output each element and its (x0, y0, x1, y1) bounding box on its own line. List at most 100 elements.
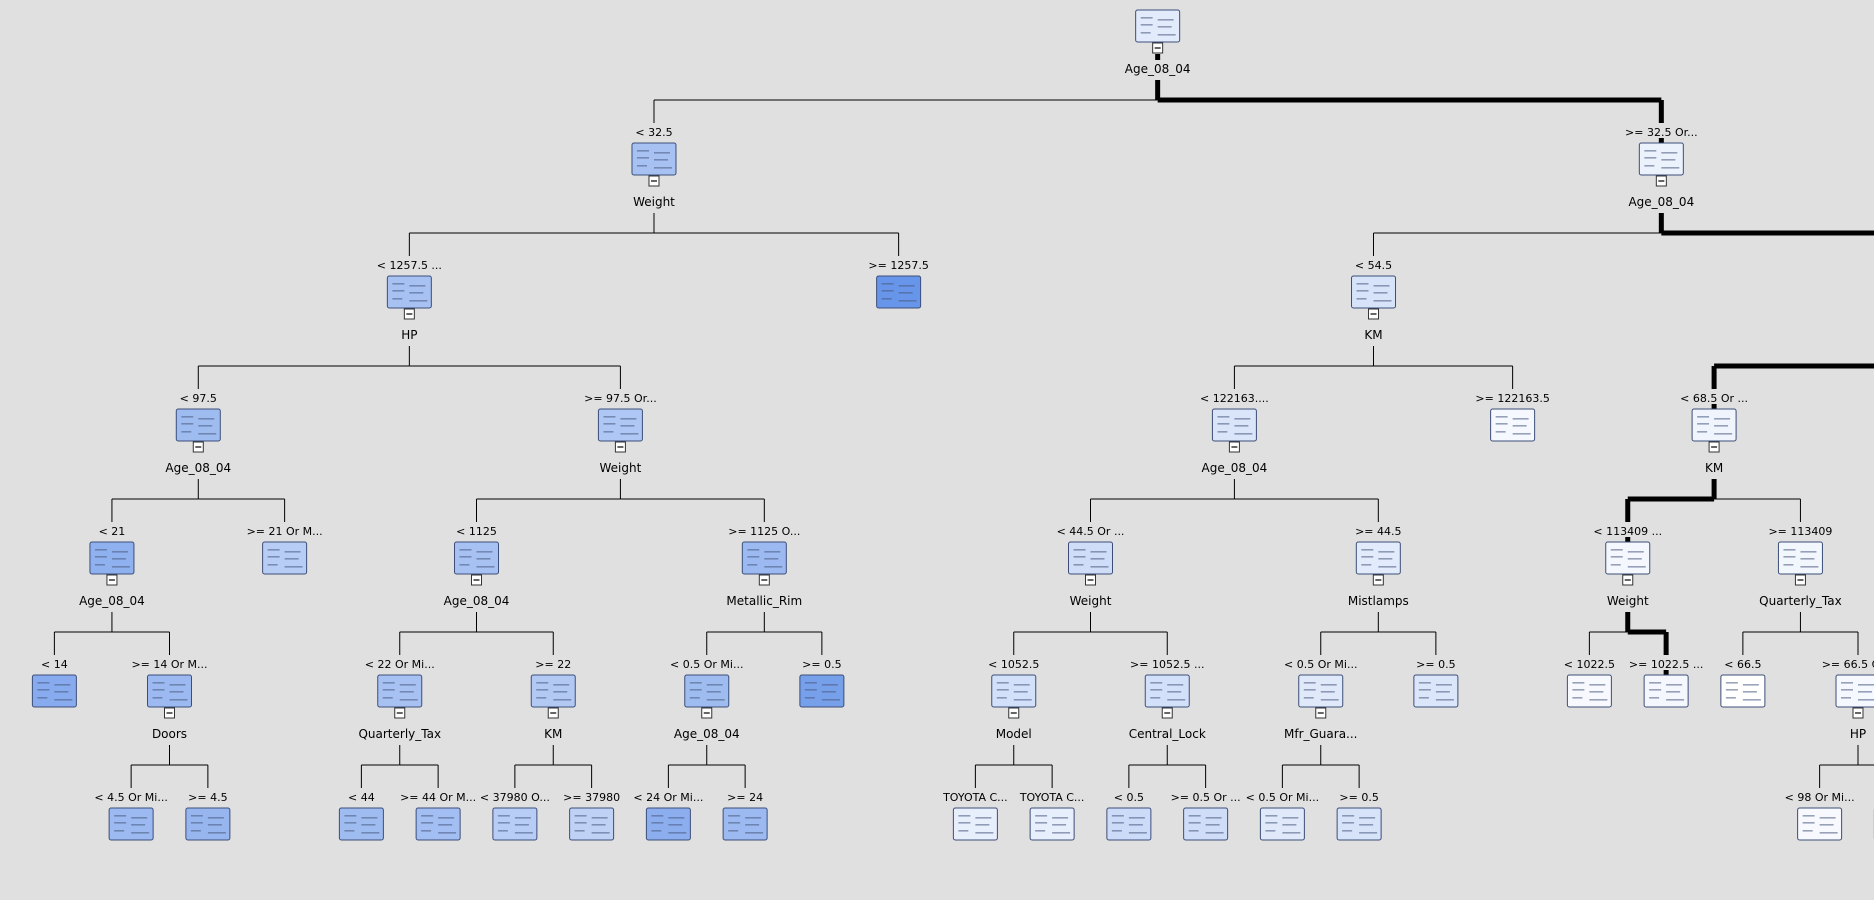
tree-node-n95[interactable]: TOYOTA C... (942, 791, 1008, 841)
tree-node-n55[interactable]: < 1022.5 (1564, 658, 1615, 708)
node-stat-line (1111, 822, 1124, 824)
node-stat-line (1819, 824, 1834, 826)
collapse-minus-icon[interactable] (1228, 441, 1240, 453)
collapse-minus-icon[interactable] (394, 707, 406, 719)
tree-node-n56[interactable]: >= 1022.5 ... (1629, 658, 1703, 708)
node-stat-line (267, 564, 278, 566)
tree-node-n71[interactable]: < 44 (338, 791, 384, 841)
tree-node-root[interactable]: Age_08_04 (1125, 9, 1191, 76)
tree-node-n49[interactable]: < 0.5 Or Mi...Mfr_Guara... (1284, 658, 1358, 741)
collapse-minus-icon[interactable] (1708, 441, 1720, 453)
tree-node-n99[interactable]: < 0.5 Or Mi... (1246, 791, 1319, 841)
tree-node-n27[interactable]: < 113409 ...Weight (1593, 525, 1662, 608)
tree-node-n13[interactable]: < 68.5 Or ...KM (1680, 392, 1748, 475)
collapse-minus-icon[interactable] (106, 574, 118, 586)
node-stat-line (190, 815, 203, 817)
node-stat-line (1800, 558, 1815, 560)
tree-node-n72[interactable]: >= 44 Or M... (400, 791, 476, 841)
tree-node-n96[interactable]: TOYOTA C... (1019, 791, 1085, 841)
tree-node-n31[interactable]: < 14 (31, 658, 77, 708)
tree-node-n32[interactable]: >= 14 Or M...Doors (131, 658, 207, 741)
tree-node-n57[interactable]: < 66.5 (1720, 658, 1766, 708)
node-stat-line (54, 684, 71, 686)
node-stat-line (651, 830, 662, 832)
collapse-minus-icon[interactable] (164, 707, 175, 719)
branch-condition-label: < 24 Or Mi... (633, 791, 703, 804)
node-stat-line (198, 425, 213, 427)
tree-node-n5[interactable]: < 54.5KM (1351, 259, 1397, 342)
branch-condition-label: < 1052.5 (988, 658, 1039, 671)
collapse-minus-icon[interactable] (1008, 707, 1020, 719)
tree-node-n98[interactable]: >= 0.5 Or ... (1171, 791, 1241, 841)
collapse-minus-icon[interactable] (1161, 707, 1173, 719)
tree-node-n65[interactable]: < 4.5 Or Mi... (94, 791, 168, 841)
collapse-minus-icon[interactable] (614, 441, 626, 453)
collapse-minus-icon[interactable] (701, 707, 713, 719)
tree-node-n11[interactable]: < 122163....Age_08_04 (1200, 392, 1269, 475)
tree-node-n2[interactable]: >= 32.5 Or...Age_08_04 (1625, 126, 1698, 209)
collapse-minus-icon[interactable] (1368, 308, 1380, 320)
edge-group (1320, 612, 1437, 655)
node-stat-line (1150, 689, 1163, 691)
split-attribute-label: Weight (1070, 594, 1112, 608)
node-stat-line (1373, 292, 1388, 294)
node-stat-line (653, 159, 668, 161)
tree-node-n73[interactable]: < 37980 O... (480, 791, 550, 841)
collapse-minus-icon[interactable] (1622, 574, 1634, 586)
collapse-minus-icon[interactable] (403, 308, 415, 320)
tree-node-n74[interactable]: >= 37980 (563, 791, 620, 841)
node-stats-lines (497, 815, 533, 834)
collapse-minus-icon[interactable] (1794, 574, 1806, 586)
collapse-minus-icon[interactable] (1085, 574, 1096, 586)
node-stat-line (804, 689, 817, 691)
collapse-minus-icon[interactable] (471, 574, 482, 586)
tree-node-n37[interactable]: < 0.5 Or Mi...Age_08_04 (670, 658, 743, 741)
tree-node-n12[interactable]: >= 122163.5 (1475, 392, 1550, 442)
collapse-minus-icon[interactable] (547, 707, 559, 719)
tree-node-n66[interactable]: >= 4.5 (185, 791, 231, 841)
node-stats-lines (958, 815, 994, 834)
tree-node-n76[interactable]: >= 24 (722, 791, 768, 841)
collapse-minus-icon[interactable] (192, 441, 204, 453)
tree-node-n48[interactable]: >= 1052.5 ...Central_Lock (1129, 658, 1206, 741)
node-stat-line (1742, 684, 1759, 686)
collapse-minus-icon[interactable] (1655, 175, 1667, 187)
tree-node-n3[interactable]: < 1257.5 ...HP (377, 259, 442, 342)
collapse-minus-icon[interactable] (1315, 707, 1327, 719)
tree-node-n75[interactable]: < 24 Or Mi... (633, 791, 703, 841)
collapse-minus-icon[interactable] (758, 574, 770, 586)
node-stats-lines (1841, 682, 1874, 701)
tree-node-n50[interactable]: >= 0.5 (1413, 658, 1459, 708)
branch-condition-label: < 113409 ... (1593, 525, 1662, 538)
tree-node-n58[interactable]: >= 66.5 Or...HP (1822, 658, 1874, 741)
tree-node-n100[interactable]: >= 0.5 (1336, 791, 1382, 841)
tree-node-n117[interactable]: < 98 Or Mi... (1785, 791, 1855, 841)
collapse-minus-icon[interactable] (1152, 42, 1164, 54)
node-stats-lines (1140, 17, 1176, 36)
node-stat-line (1373, 285, 1390, 287)
collapse-minus-icon[interactable] (1372, 574, 1384, 586)
collapse-minus-icon[interactable] (1852, 707, 1864, 719)
tree-node-n97[interactable]: < 0.5 (1106, 791, 1152, 841)
node-stats-lines (1150, 682, 1186, 701)
node-stat-line (1644, 150, 1657, 152)
tree-node-n18[interactable]: >= 1125 O...Metallic_Rim (726, 525, 802, 608)
tree-node-n8[interactable]: >= 97.5 Or...Weight (584, 392, 657, 475)
tree-node-n4[interactable]: >= 1257.5 (868, 259, 929, 309)
node-stat-line (1378, 551, 1395, 553)
node-stat-line (421, 822, 434, 824)
tree-node-n23[interactable]: < 44.5 Or ...Weight (1057, 525, 1125, 608)
tree-node-n38[interactable]: >= 0.5 (799, 658, 845, 708)
tree-node-n16[interactable]: >= 21 Or M... (247, 525, 323, 575)
collapse-minus-icon[interactable] (648, 175, 660, 187)
tree-node-n35[interactable]: < 22 Or Mi...Quarterly_Tax (358, 658, 441, 741)
node-stats-lines (382, 682, 418, 701)
